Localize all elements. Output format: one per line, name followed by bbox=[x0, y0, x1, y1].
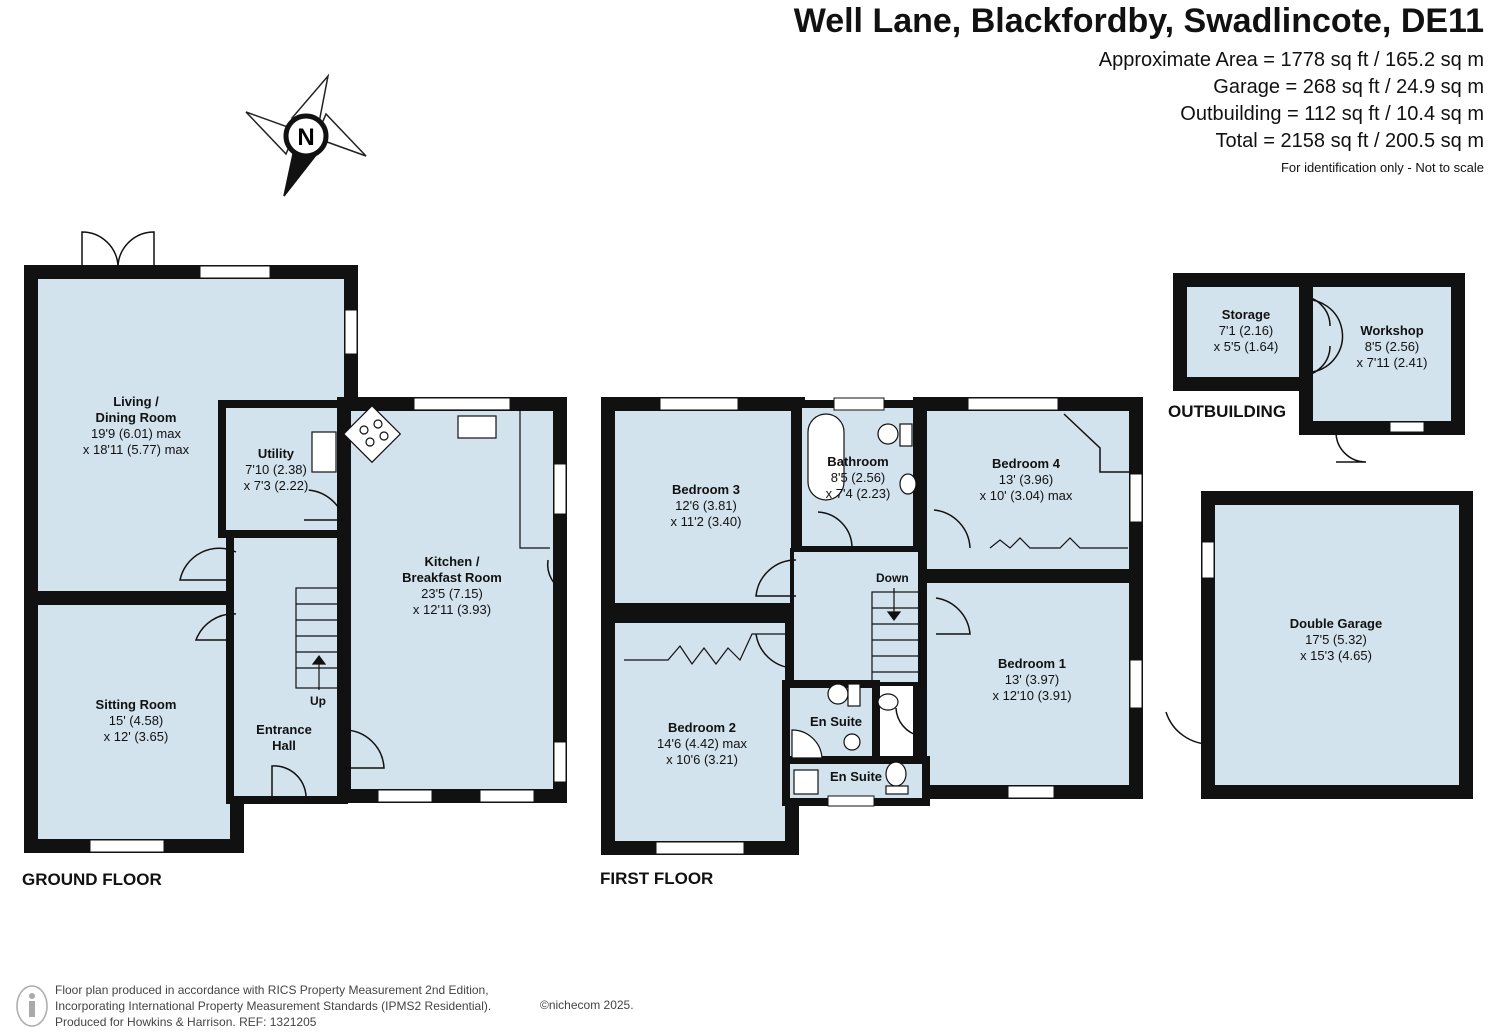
bedroom-3-label: Bedroom 3 12'6 (3.81) x 11'2 (3.40) bbox=[671, 482, 742, 530]
storage-name: Storage bbox=[1221, 307, 1271, 322]
hall-name-2: Hall bbox=[272, 738, 296, 753]
kitchen-dim-2: x 12'11 (3.93) bbox=[412, 602, 492, 617]
garage-name: Double Garage bbox=[1289, 616, 1383, 631]
living-room-name-2: Dining Room bbox=[95, 410, 177, 425]
living-room-dim-1: 19'9 (6.01) max bbox=[91, 426, 181, 441]
bathroom-dim-1: 8'5 (2.56) bbox=[830, 470, 886, 485]
footer-line-3: Produced for Howkins & Harrison. REF: 13… bbox=[55, 1015, 317, 1029]
bedroom-4-dim-1: 13' (3.96) bbox=[998, 472, 1054, 487]
landing bbox=[790, 548, 922, 686]
kitchen-fittings bbox=[311, 404, 1128, 795]
double-garage bbox=[1201, 491, 1473, 799]
kitchen-name-1: Kitchen / bbox=[424, 554, 480, 569]
bathroom-name: Bathroom bbox=[827, 454, 889, 469]
first-floor-label: FIRST FLOOR bbox=[600, 869, 714, 888]
footer-line-2: Incorporating International Property Mea… bbox=[55, 999, 492, 1013]
utility-label: Utility 7'10 (2.38) x 7'3 (2.22) bbox=[243, 446, 309, 494]
windows bbox=[89, 265, 1425, 855]
person-icon bbox=[16, 985, 48, 1027]
workshop-dim-1: 8'5 (2.56) bbox=[1364, 339, 1420, 354]
en-suite-1-label: En Suite bbox=[810, 714, 862, 730]
bedroom-3-dim-2: x 11'2 (3.40) bbox=[670, 514, 742, 529]
bedroom-4-name: Bedroom 4 bbox=[992, 456, 1060, 471]
utility-dim-1: 7'10 (2.38) bbox=[245, 462, 307, 477]
sitting-room-dim-2: x 12' (3.65) bbox=[103, 729, 169, 744]
utility-name: Utility bbox=[257, 446, 295, 461]
area-garage: Garage = 268 sq ft / 24.9 sq m bbox=[1213, 76, 1484, 98]
bedroom-1-name: Bedroom 1 bbox=[998, 656, 1066, 671]
kitchen-label: Kitchen / Breakfast Room 23'5 (7.15) x 1… bbox=[402, 554, 502, 618]
bathroom-dim-2: x 7'4 (2.23) bbox=[825, 486, 891, 501]
area-approximate: Approximate Area = 1778 sq ft / 165.2 sq… bbox=[1098, 49, 1484, 71]
footer-text: Floor plan produced in accordance with R… bbox=[55, 982, 491, 1030]
stairs-up-label: Up bbox=[310, 694, 326, 708]
property-address: Well Lane, Blackfordby, Swadlincote, DE1… bbox=[793, 2, 1484, 40]
workshop-label: Workshop 8'5 (2.56) x 7'11 (2.41) bbox=[1357, 323, 1428, 371]
utility-dim-2: x 7'3 (2.22) bbox=[243, 478, 309, 493]
scale-note: For identification only - Not to scale bbox=[1280, 160, 1484, 175]
en-suite-2-name: En Suite bbox=[829, 769, 883, 784]
bedroom-1-label: Bedroom 1 13' (3.97) x 12'10 (3.91) bbox=[992, 656, 1071, 704]
sitting-room-dim-1: 15' (4.58) bbox=[108, 713, 164, 728]
compass-north-label: N bbox=[297, 124, 314, 151]
bedroom-1-dim-1: 13' (3.97) bbox=[1004, 672, 1060, 687]
entrance-hall bbox=[226, 530, 348, 804]
ground-stairs-icon bbox=[295, 587, 343, 690]
area-outbuilding: Outbuilding = 112 sq ft / 10.4 sq m bbox=[1180, 103, 1484, 125]
hall-label: Entrance Hall bbox=[256, 722, 312, 754]
compass-icon: N bbox=[245, 73, 367, 197]
bedroom-2-name: Bedroom 2 bbox=[668, 720, 736, 735]
kitchen-breakfast-room bbox=[337, 397, 567, 803]
bedroom-4-dim-2: x 10' (3.04) max bbox=[979, 488, 1073, 503]
workshop-room bbox=[1299, 273, 1465, 435]
storage-dim-1: 7'1 (2.16) bbox=[1218, 323, 1274, 338]
bedroom-4 bbox=[913, 397, 1143, 583]
outbuilding-label: OUTBUILDING bbox=[1168, 402, 1287, 421]
ground-floor-label: GROUND FLOOR bbox=[22, 870, 162, 889]
workshop-dim-2: x 7'11 (2.41) bbox=[1356, 355, 1428, 370]
garage-dim-1: 17'5 (5.32) bbox=[1305, 632, 1367, 647]
bedroom-3-name: Bedroom 3 bbox=[672, 482, 740, 497]
workshop-name: Workshop bbox=[1360, 323, 1424, 338]
bedroom-2-dim-1: 14'6 (4.42) max bbox=[657, 736, 747, 751]
copyright: ©nichecom 2025. bbox=[540, 998, 634, 1012]
bedroom-1-dim-2: x 12'10 (3.91) bbox=[992, 688, 1072, 703]
storage-dim-2: x 5'5 (1.64) bbox=[1213, 339, 1279, 354]
footer-line-1: Floor plan produced in accordance with R… bbox=[55, 983, 489, 997]
bathroom-label: Bathroom 8'5 (2.56) x 7'4 (2.23) bbox=[826, 454, 891, 502]
stairs-down-label: Down bbox=[876, 571, 909, 585]
sitting-room-name: Sitting Room bbox=[95, 697, 177, 712]
bedroom-2-dim-2: x 10'6 (3.21) bbox=[666, 752, 738, 767]
french-doors-icon bbox=[81, 231, 155, 267]
bedroom-2-label: Bedroom 2 14'6 (4.42) max x 10'6 (3.21) bbox=[657, 720, 747, 768]
kitchen-dim-1: 23'5 (7.15) bbox=[421, 586, 483, 601]
bedroom-3-dim-1: 12'6 (3.81) bbox=[675, 498, 737, 513]
living-room-label: Living / Dining Room 19'9 (6.01) max x 1… bbox=[83, 394, 189, 458]
outbuilding-doors bbox=[1299, 295, 1331, 377]
area-total: Total = 2158 sq ft / 200.5 sq m bbox=[1215, 130, 1485, 152]
living-room-dim-2: x 18'11 (5.77) max bbox=[82, 442, 190, 457]
first-stairs-icon bbox=[871, 588, 921, 685]
storage-label: Storage 7'1 (2.16) x 5'5 (1.64) bbox=[1214, 307, 1279, 355]
en-suite-2-label: En Suite bbox=[830, 769, 882, 785]
sitting-room-label: Sitting Room 15' (4.58) x 12' (3.65) bbox=[96, 697, 177, 745]
garage-label: Double Garage 17'5 (5.32) x 15'3 (4.65) bbox=[1290, 616, 1382, 664]
garage-dim-2: x 15'3 (4.65) bbox=[1300, 648, 1372, 663]
kitchen-name-2: Breakfast Room bbox=[402, 570, 502, 585]
hall-name-1: Entrance bbox=[256, 722, 312, 737]
bedroom-4-label: Bedroom 4 13' (3.96) x 10' (3.04) max bbox=[980, 456, 1073, 504]
en-suite-1-name: En Suite bbox=[809, 714, 863, 729]
living-room-name-1: Living / bbox=[113, 394, 159, 409]
